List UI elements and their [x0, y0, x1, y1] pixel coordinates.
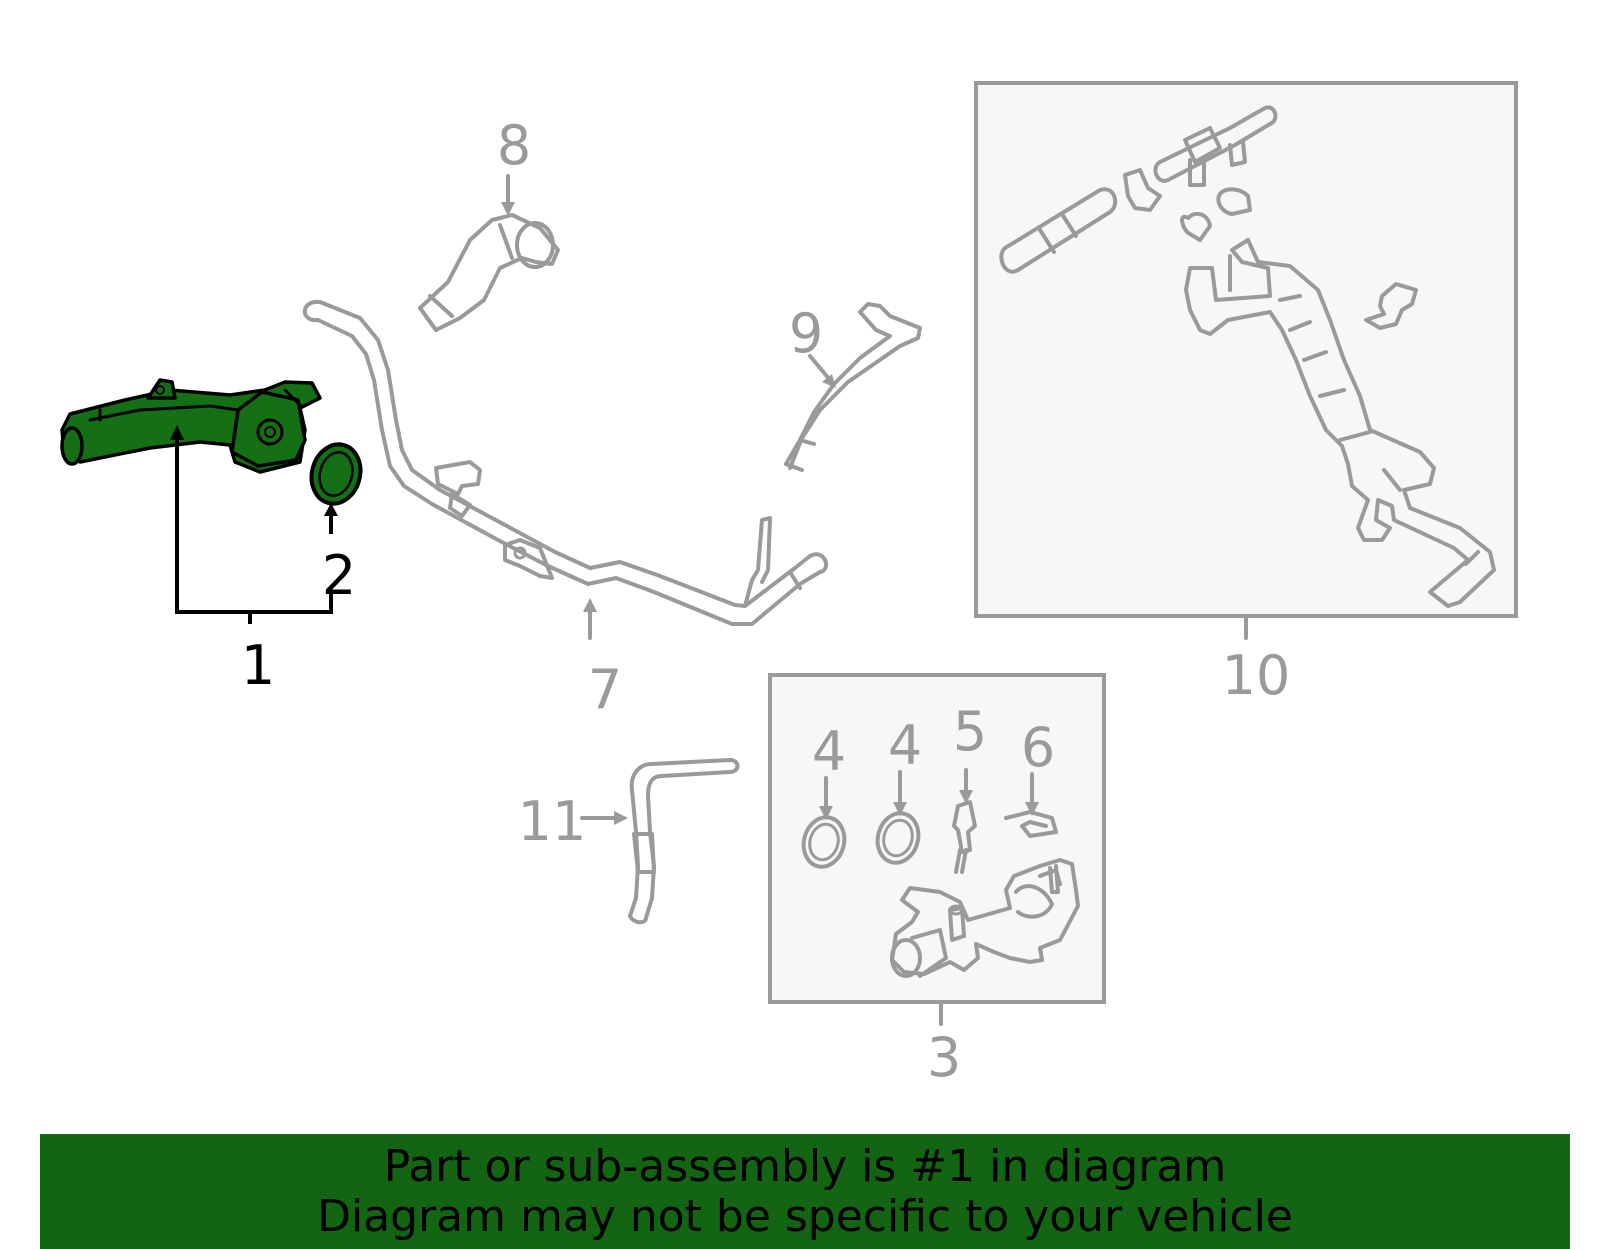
part-4-oring-a[interactable] [798, 813, 850, 872]
banner-line-1: Part or sub-assembly is #1 in diagram [383, 1140, 1227, 1192]
part-10-hose-assembly[interactable] [974, 81, 1518, 618]
callout-1: 1 [241, 634, 275, 697]
callout-7: 7 [588, 658, 622, 721]
leader-4-5-6 [819, 768, 1039, 820]
callout-3: 3 [927, 1026, 961, 1089]
leader-11 [580, 811, 628, 825]
callout-9: 9 [789, 302, 823, 365]
callout-2: 2 [322, 544, 356, 607]
info-banner: Part or sub-assembly is #1 in diagram Di… [40, 1134, 1570, 1249]
callout-6: 6 [1021, 716, 1055, 779]
part-3-housing[interactable] [890, 858, 1080, 978]
part-8-hose[interactable] [418, 213, 560, 332]
part-2-gasket[interactable] [305, 439, 367, 509]
callout-11: 11 [518, 790, 587, 853]
part-9-pipe[interactable] [784, 302, 922, 472]
part-4-oring-b[interactable] [872, 809, 924, 868]
callout-8: 8 [497, 114, 531, 177]
leader-8 [501, 174, 515, 216]
leader-lines-1-2 [170, 425, 338, 624]
callout-10: 10 [1222, 644, 1291, 707]
part-1-water-outlet[interactable] [60, 378, 322, 474]
part-11-hose[interactable] [628, 758, 740, 925]
banner-line-2: Diagram may not be specific to your vehi… [317, 1190, 1293, 1242]
callout-4a: 4 [812, 720, 846, 783]
part-6-clip[interactable] [1004, 810, 1058, 838]
part-7-pipe[interactable] [302, 299, 829, 626]
callout-5: 5 [953, 700, 987, 763]
part-3-housing-kit[interactable] [768, 673, 1106, 1004]
leader-9 [808, 354, 836, 388]
leader-7 [583, 598, 597, 640]
part-5-sensor[interactable] [952, 800, 977, 874]
callout-4b: 4 [888, 714, 922, 777]
